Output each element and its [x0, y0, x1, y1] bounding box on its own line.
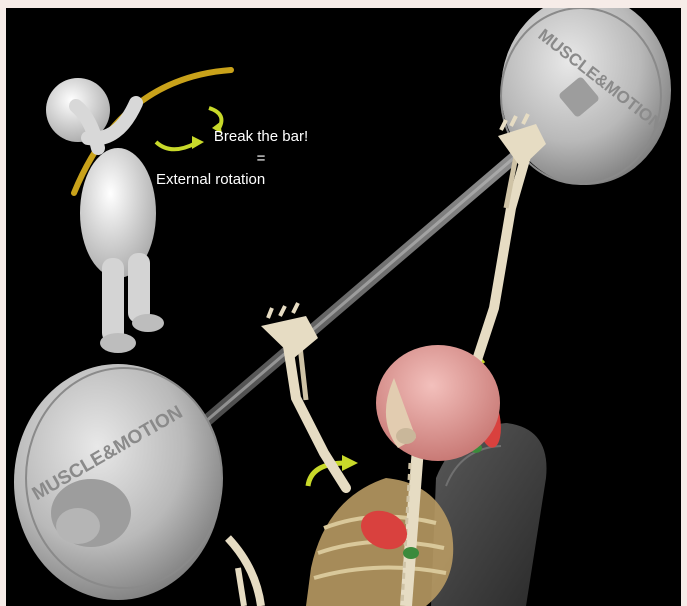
annotation-line-1: Break the bar! — [201, 128, 321, 146]
skeleton-legs — [228, 538, 261, 606]
weight-plate-bottom: MUSCLE&MOTION — [14, 364, 222, 600]
mini-figure — [46, 70, 231, 353]
skull — [376, 345, 500, 461]
annotation-line-2: = — [201, 150, 321, 168]
skeleton-hand-left — [261, 303, 318, 358]
illustration-canvas: MUSCLE&MOTION MUSCLE&MOTION — [6, 8, 681, 606]
illustration-scene: MUSCLE&MOTION MUSCLE&MOTION — [6, 8, 681, 606]
annotation-line-3: External rotation — [156, 171, 316, 189]
